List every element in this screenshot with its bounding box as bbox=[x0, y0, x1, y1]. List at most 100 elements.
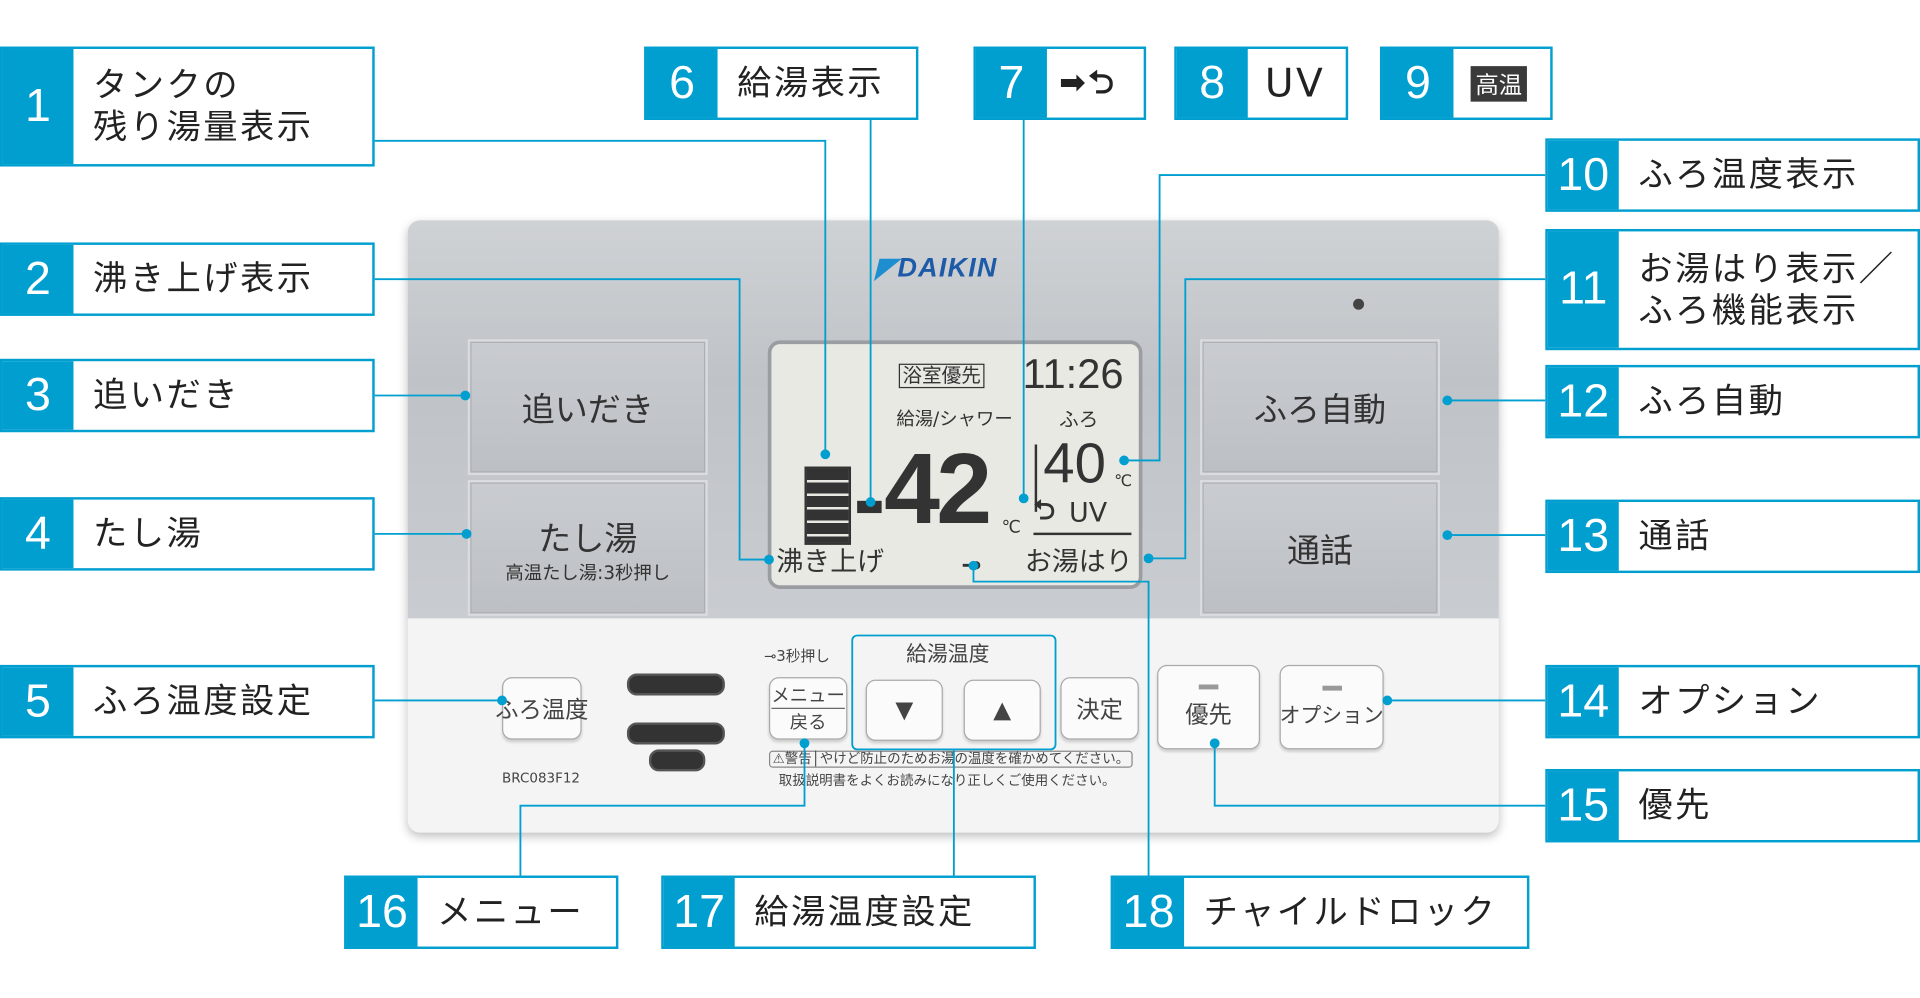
high-temp-badge: 高温 bbox=[1470, 65, 1527, 102]
arrow-return-icon: ➡⮌ bbox=[1059, 64, 1117, 102]
button-label: 優先 bbox=[1185, 701, 1232, 729]
button-sublabel: 高温たし湯:3秒押し bbox=[505, 561, 671, 584]
divider bbox=[1034, 444, 1038, 512]
kyuto-label: 給湯/シャワー bbox=[896, 407, 1013, 430]
label-number: 7 bbox=[975, 48, 1047, 118]
label-text: たし湯 bbox=[93, 513, 204, 554]
label-number: 16 bbox=[346, 877, 418, 947]
menu-back-button[interactable]: メニュー戻る bbox=[768, 677, 848, 740]
button-label: 通話 bbox=[1286, 532, 1354, 571]
label-12: 12 ふろ自動 bbox=[1545, 364, 1920, 439]
down-triangle-icon: ▼ bbox=[895, 696, 914, 724]
temp-down-button[interactable]: ▼ bbox=[865, 679, 943, 741]
button-label: ふろ自動 bbox=[1253, 391, 1387, 430]
button-label: 決定 bbox=[1076, 696, 1123, 724]
up-triangle-icon: ▲ bbox=[993, 696, 1012, 724]
temp-up-button[interactable]: ▲ bbox=[963, 679, 1041, 741]
label-number: 8 bbox=[1176, 48, 1248, 118]
button-label: たし湯 bbox=[538, 519, 638, 558]
wakiage-indicator: 沸き上げ bbox=[776, 547, 885, 578]
speaker-grille bbox=[626, 673, 725, 696]
lock-hint-text: 3秒押し bbox=[776, 647, 830, 665]
tashiyu-button[interactable]: たし湯高温たし湯:3秒押し bbox=[467, 480, 708, 616]
label-number: 2 bbox=[2, 244, 74, 314]
label-number: 6 bbox=[646, 48, 718, 118]
label-text: 給湯温度設定 bbox=[754, 891, 975, 932]
clock: 11:26 bbox=[1022, 351, 1124, 398]
label-8: 8 UV bbox=[1174, 46, 1349, 121]
label-7: 7 ➡⮌ bbox=[973, 46, 1147, 121]
manual-text: 取扱説明書をよくお読みになり正しくご使用ください。 bbox=[778, 772, 1116, 789]
label-text: ふろ温度設定 bbox=[93, 680, 314, 722]
sensor-icon bbox=[1353, 298, 1365, 310]
label-text: 通話 bbox=[1638, 515, 1712, 556]
label-number: 4 bbox=[2, 499, 74, 569]
label-13: 13 通話 bbox=[1545, 499, 1920, 574]
label-number: 11 bbox=[1547, 231, 1619, 348]
label-text: お湯はり表示／ ふろ機能表示 bbox=[1638, 247, 1896, 331]
label-5: 5 ふろ温度設定 bbox=[0, 664, 375, 739]
unit: ℃ bbox=[1114, 472, 1133, 492]
indicator-led bbox=[1198, 684, 1219, 690]
oyuhari-indicator: お湯はり bbox=[1024, 547, 1133, 578]
furo-temp-button[interactable]: ふろ温度 bbox=[495, 677, 588, 740]
label-text: ふろ自動 bbox=[1638, 380, 1786, 422]
label-number: 3 bbox=[2, 361, 74, 430]
lock-hint: ⊸3秒押し bbox=[764, 647, 830, 665]
label-10: 10 ふろ温度表示 bbox=[1545, 138, 1920, 212]
label-number: 13 bbox=[1547, 502, 1619, 571]
label-number: 10 bbox=[1547, 140, 1619, 210]
label-text: オプション bbox=[1638, 680, 1823, 722]
button-label: 戻る bbox=[789, 711, 827, 734]
label-number: 17 bbox=[663, 877, 735, 947]
label-2: 2 沸き上げ表示 bbox=[0, 242, 375, 316]
kyuto-temperature: 42 bbox=[884, 433, 992, 545]
daikin-logo: ◤DAIKIN bbox=[875, 252, 998, 283]
label-text: UV bbox=[1264, 60, 1326, 107]
label-number: 1 bbox=[2, 48, 74, 165]
label-17: 17 給湯温度設定 bbox=[661, 875, 1036, 949]
model-number: BRC083F12 bbox=[502, 770, 580, 787]
furo-temperature: 40 bbox=[1043, 431, 1106, 495]
label-text: タンクの 残り湯量表示 bbox=[93, 64, 314, 147]
label-number: 5 bbox=[2, 667, 74, 736]
furo-auto-button[interactable]: ふろ自動 bbox=[1200, 339, 1441, 476]
label-14: 14 オプション bbox=[1545, 664, 1920, 739]
unit: ℃ bbox=[1001, 517, 1021, 538]
button-label: 追いだき bbox=[521, 391, 654, 430]
speaker-grille bbox=[626, 722, 725, 745]
tank-level-icon bbox=[804, 466, 852, 545]
priority-indicator: 浴室優先 bbox=[898, 363, 985, 389]
kyuto-group-label: 給湯温度 bbox=[906, 642, 990, 668]
kettei-button[interactable]: 決定 bbox=[1060, 677, 1139, 740]
label-4: 4 たし湯 bbox=[0, 497, 375, 571]
label-text: 優先 bbox=[1638, 784, 1712, 826]
label-text: チャイルドロック bbox=[1203, 891, 1498, 932]
oidaki-button[interactable]: 追いだき bbox=[467, 339, 708, 476]
furo-label: ふろ bbox=[1059, 407, 1099, 432]
label-6: 6 給湯表示 bbox=[644, 46, 919, 121]
reheat-icon: ⮌ bbox=[1033, 495, 1056, 527]
button-label: ふろ温度 bbox=[495, 696, 589, 724]
lcd-display: 浴室優先 11:26 給湯/シャワー ふろ 42 ℃ 40 ℃ ⮌ UV 沸き上… bbox=[767, 340, 1143, 589]
label-number: 14 bbox=[1547, 667, 1619, 736]
indicator-led bbox=[1321, 685, 1342, 691]
label-text: 沸き上げ表示 bbox=[93, 258, 314, 299]
label-text: ふろ温度表示 bbox=[1638, 154, 1859, 195]
uv-indicator: UV bbox=[1068, 498, 1108, 529]
yusen-button[interactable]: 優先 bbox=[1157, 664, 1261, 750]
option-button[interactable]: オプション bbox=[1279, 664, 1384, 750]
divider bbox=[1033, 532, 1132, 536]
button-label: オプション bbox=[1279, 704, 1384, 729]
label-text: 給湯表示 bbox=[737, 62, 885, 103]
label-16: 16 メニュー bbox=[344, 875, 619, 949]
tsuwa-button[interactable]: 通話 bbox=[1200, 480, 1441, 616]
label-text: メニュー bbox=[437, 891, 585, 932]
label-number: 18 bbox=[1113, 877, 1185, 947]
warning-text: やけど防止のためお湯の温度を確かめてください。 bbox=[819, 750, 1130, 767]
label-number: 12 bbox=[1547, 367, 1619, 436]
